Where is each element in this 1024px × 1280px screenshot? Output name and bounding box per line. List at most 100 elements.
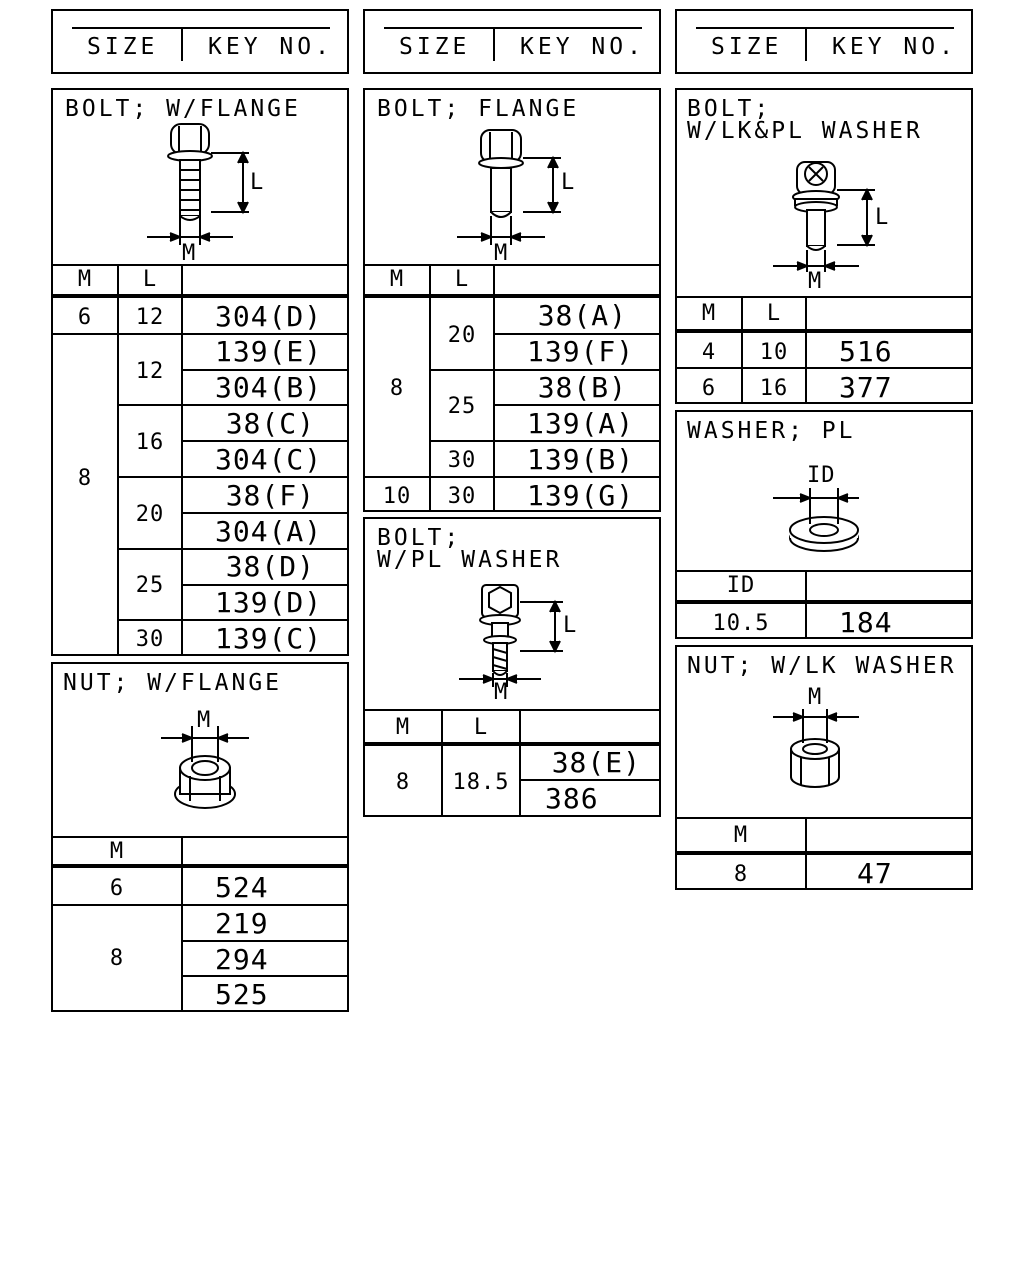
panel-title: BOLT; FLANGE <box>377 96 580 122</box>
cell-l: 12 <box>135 359 165 384</box>
cell-key: 38(E) <box>551 746 641 779</box>
cell-m: 8 <box>109 946 125 971</box>
cell-key: 386 <box>545 782 599 815</box>
panel-title: WASHER; PL <box>687 418 856 444</box>
cell-l: 30 <box>135 627 165 652</box>
cell-key: 38(C) <box>225 407 315 440</box>
panel-title-line1: BOLT; <box>377 525 462 551</box>
size-label: SIZE <box>399 34 471 60</box>
washer-bolt-icon <box>459 584 563 687</box>
cell-key: 38(F) <box>225 479 315 512</box>
cell-key: 304(D) <box>215 300 323 333</box>
cell-m: 10 <box>382 484 412 509</box>
key-no-label: KEY NO. <box>832 34 957 60</box>
cell-key: 304(A) <box>215 515 323 548</box>
cell-m: 6 <box>701 376 717 401</box>
bolt-flange-panel: BOLT; FLANGE L M M L 8 20 38(A) 139(F) 2… <box>363 88 661 512</box>
washer-pl-panel: WASHER; PL ID ID 10.5 184 <box>675 410 973 639</box>
col-m-header: M <box>109 839 125 864</box>
cell-key: 47 <box>857 857 893 890</box>
cell-key: 38(D) <box>225 550 315 583</box>
key-no-label: KEY NO. <box>520 34 645 60</box>
col-l-header: L <box>766 301 782 326</box>
cell-key: 304(C) <box>215 443 323 476</box>
dim-m-label: M <box>182 241 197 266</box>
panel-title: NUT; W/LK WASHER <box>687 653 957 679</box>
nut-lk-washer-panel: NUT; W/LK WASHER M M 8 47 <box>675 645 973 890</box>
cell-m: 8 <box>733 862 749 887</box>
cell-l: 30 <box>447 448 477 473</box>
col-m-header: M <box>395 715 411 740</box>
header-box-col3: SIZE KEY NO. <box>675 9 973 74</box>
cell-key: 38(A) <box>537 299 627 332</box>
col-m-header: M <box>77 267 93 292</box>
col-id-header: ID <box>726 573 756 598</box>
cell-key: 38(B) <box>537 371 627 404</box>
col-l-header: L <box>142 267 158 292</box>
cell-l: 10 <box>759 340 789 365</box>
dim-m-label: M <box>808 269 823 294</box>
flange-nut-icon <box>161 726 249 809</box>
cell-m: 8 <box>77 466 93 491</box>
cell-l: 20 <box>135 502 165 527</box>
dim-m-label: M <box>808 685 823 710</box>
cell-l: 25 <box>135 573 165 598</box>
cell-m: 4 <box>701 340 717 365</box>
panel-title: NUT; W/FLANGE <box>63 670 283 696</box>
header-box-col2: SIZE KEY NO. <box>363 9 661 74</box>
cell-key: 377 <box>839 371 893 404</box>
nut-w-flange-panel: NUT; W/FLANGE M M 6 524 8 219 294 525 <box>51 662 349 1012</box>
plain-washer-icon <box>773 488 859 552</box>
cell-m: 8 <box>395 770 411 795</box>
col-l-header: L <box>454 267 470 292</box>
lock-washer-nut-icon <box>773 709 859 788</box>
cell-m: 8 <box>389 376 405 401</box>
col-m-header: M <box>389 267 405 292</box>
cell-key: 516 <box>839 335 893 368</box>
lock-washer-bolt-icon <box>773 161 875 272</box>
dim-m-label: M <box>494 680 509 705</box>
size-label: SIZE <box>87 34 159 60</box>
bolt-w-flange-panel: BOLT; W/FLANGE L M M L <box>51 88 349 656</box>
panel-title-line2: W/PL WASHER <box>377 547 563 573</box>
bolt-lk-pl-washer-panel: BOLT; W/LK&PL WASHER L M M L 4 10 516 6 <box>675 88 973 404</box>
dim-l-label: L <box>875 205 890 230</box>
cell-key: 219 <box>215 907 269 940</box>
key-no-label: KEY NO. <box>208 34 333 60</box>
dim-l-label: L <box>250 170 265 195</box>
cell-key: 524 <box>215 871 269 904</box>
cell-l: 12 <box>135 305 165 330</box>
size-label: SIZE <box>711 34 783 60</box>
cell-key: 294 <box>215 943 269 976</box>
cell-key: 139(F) <box>527 335 635 368</box>
panel-title-line2: W/LK&PL WASHER <box>687 118 923 144</box>
cell-m: 6 <box>109 876 125 901</box>
cell-l: 18.5 <box>452 770 510 795</box>
cell-l: 16 <box>759 376 789 401</box>
cell-key: 184 <box>839 606 893 639</box>
header-box-col1: SIZE KEY NO. <box>51 9 349 74</box>
cell-l: 20 <box>447 323 477 348</box>
cell-l: 16 <box>135 430 165 455</box>
cell-key: 139(A) <box>527 407 635 440</box>
dim-m-label: M <box>197 708 212 733</box>
cell-key: 139(C) <box>215 622 323 655</box>
cell-l: 30 <box>447 484 477 509</box>
cell-key: 304(B) <box>215 371 323 404</box>
dim-l-label: L <box>561 170 576 195</box>
bolt-w-pl-washer-panel: BOLT; W/PL WASHER L M M L 8 18.5 38(E) 3… <box>363 517 661 817</box>
dim-m-label: M <box>494 241 509 266</box>
dim-id-label: ID <box>807 463 836 488</box>
cell-key: 139(D) <box>215 586 323 619</box>
cell-id: 10.5 <box>712 611 770 636</box>
cell-key: 139(B) <box>527 443 635 476</box>
col-m-header: M <box>701 301 717 326</box>
col-m-header: M <box>733 823 749 848</box>
dim-l-label: L <box>563 613 578 638</box>
cell-key: 525 <box>215 978 269 1011</box>
col-l-header: L <box>473 715 489 740</box>
cell-key: 139(E) <box>215 335 323 368</box>
cell-key: 139(G) <box>527 479 635 512</box>
flange-bolt-icon <box>457 129 561 245</box>
cell-m: 6 <box>77 305 93 330</box>
